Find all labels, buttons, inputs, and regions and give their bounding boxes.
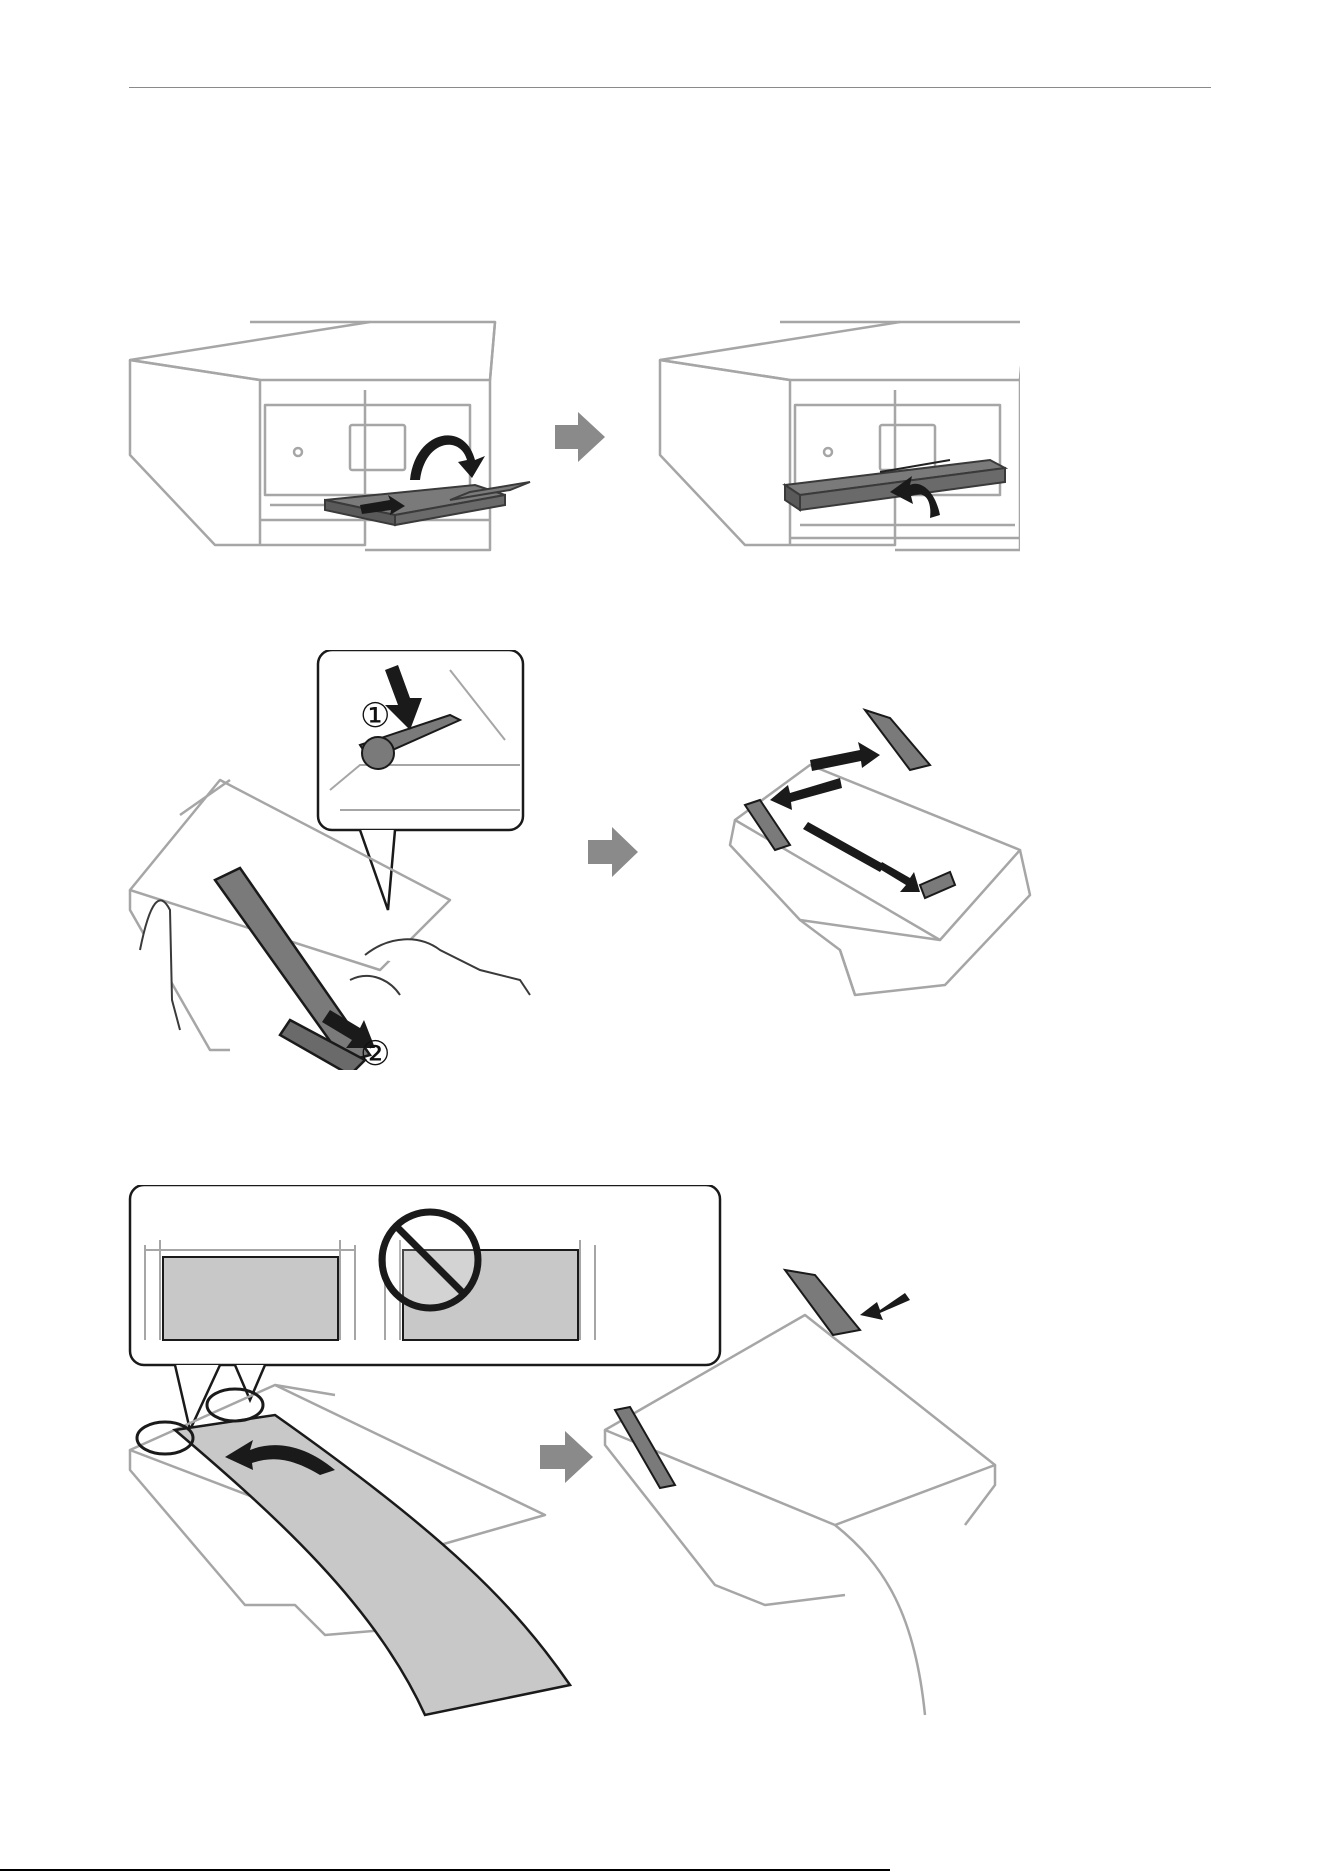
step-2-label: ② <box>360 1034 390 1074</box>
footer-rule <box>0 1869 890 1871</box>
edge-guide-slider <box>215 868 370 1070</box>
arrow-right-icon-1 <box>555 412 605 462</box>
load-paper-cassette-figure <box>125 1185 1025 1725</box>
slide-arrows-icon <box>770 742 920 892</box>
paper-cassette-edge-guides-figure <box>120 650 1080 1070</box>
arrow-right-icon-2 <box>588 827 638 877</box>
printer-right-illustration <box>660 322 1020 550</box>
step-1-label: ① <box>360 696 390 736</box>
hand-right-illustration <box>350 939 530 995</box>
hand-left-illustration <box>140 900 180 1030</box>
edge-guide-release-callout <box>318 650 523 910</box>
prohibited-icon <box>382 1212 478 1308</box>
output-tray-left <box>325 482 530 525</box>
cassette-guides-right <box>745 710 955 898</box>
printer-output-tray-figure <box>120 310 1020 560</box>
arrow-right-icon-3 <box>540 1431 593 1483</box>
header-rule <box>129 87 1211 88</box>
paper-correct <box>163 1257 338 1340</box>
push-guide-arrow-icon <box>860 1293 910 1320</box>
cassette-loaded-illustration <box>605 1315 995 1715</box>
